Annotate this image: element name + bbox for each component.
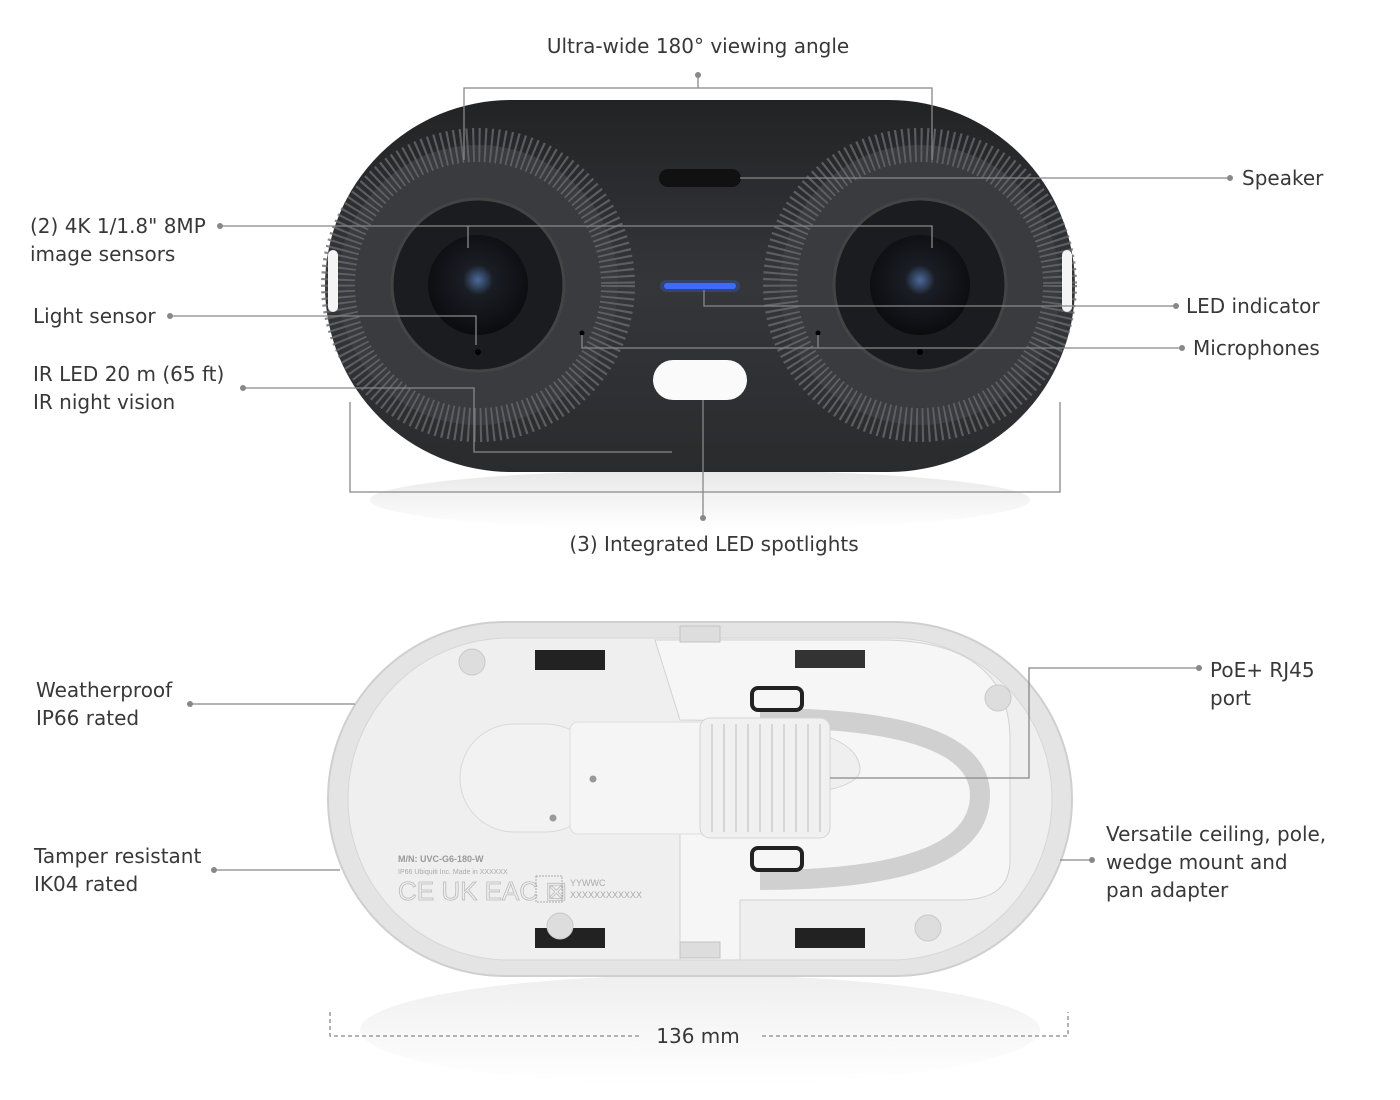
lens-right (763, 128, 1077, 442)
tamper-line2: IK04 rated (34, 872, 139, 896)
spotlight-right (1062, 250, 1072, 312)
sensors-line2: image sensors (30, 242, 176, 266)
mount-line3: pan adapter (1106, 878, 1229, 902)
lens-left (321, 128, 635, 442)
callout-lines (170, 75, 1230, 1037)
model-number: M/N: UVC-G6-180-W (398, 854, 484, 864)
camera-front (321, 100, 1077, 530)
weather-line2: IP66 rated (36, 706, 140, 730)
callout-led-indicator: LED indicator (1186, 294, 1320, 318)
product-label: M/N: UVC-G6-180-W IP66 Ubiquiti Inc. Mad… (398, 854, 642, 906)
speaker-grille (659, 169, 741, 187)
sensors-line1: (2) 4K 1/1.8" 8MP (30, 214, 206, 238)
callout-weatherproof: Weatherproof IP66 rated (36, 676, 172, 732)
svg-text:CE UK EAC ⊠: CE UK EAC ⊠ (398, 876, 567, 906)
callout-speaker: Speaker (1242, 166, 1324, 190)
callout-dots (167, 72, 1233, 873)
callout-microphones: Microphones (1193, 336, 1320, 360)
led-indicator (664, 283, 736, 289)
microphone-left (579, 330, 585, 336)
mount-line2: wedge mount and (1106, 850, 1288, 874)
callout-ir-led: IR LED 20 m (65 ft) IR night vision (33, 360, 224, 416)
callout-image-sensors: (2) 4K 1/1.8" 8MP image sensors (30, 212, 206, 268)
label-info: IP66 Ubiquiti Inc. Made in XXXXXX (398, 869, 508, 876)
callout-light-sensor: Light sensor (33, 304, 156, 328)
serial-number: XXXXXXXXXXXX (570, 890, 642, 900)
date-code: YYWWC (570, 878, 606, 888)
poe-line2: port (1210, 686, 1251, 710)
callout-poe-port: PoE+ RJ45 port (1210, 656, 1315, 712)
dimension-width: 136 mm (656, 1024, 740, 1048)
callout-viewing-angle: Ultra-wide 180° viewing angle (546, 34, 850, 58)
microphone-right (815, 330, 821, 336)
poe-line1: PoE+ RJ45 (1210, 658, 1315, 682)
camera-back (327, 621, 1073, 1085)
ir-line2: IR night vision (33, 390, 176, 414)
weather-line1: Weatherproof (36, 678, 173, 702)
cable-cap (459, 717, 831, 839)
spotlight-center (653, 360, 747, 400)
ir-line1: IR LED 20 m (65 ft) (33, 362, 225, 386)
tamper-line1: Tamper resistant (34, 844, 202, 868)
mount-line1: Versatile ceiling, pole, (1106, 822, 1327, 846)
callout-spotlights: (3) Integrated LED spotlights (569, 532, 859, 556)
callout-tamper: Tamper resistant IK04 rated (34, 842, 201, 898)
callout-mount: Versatile ceiling, pole, wedge mount and… (1106, 820, 1326, 904)
spotlight-left (328, 250, 338, 312)
